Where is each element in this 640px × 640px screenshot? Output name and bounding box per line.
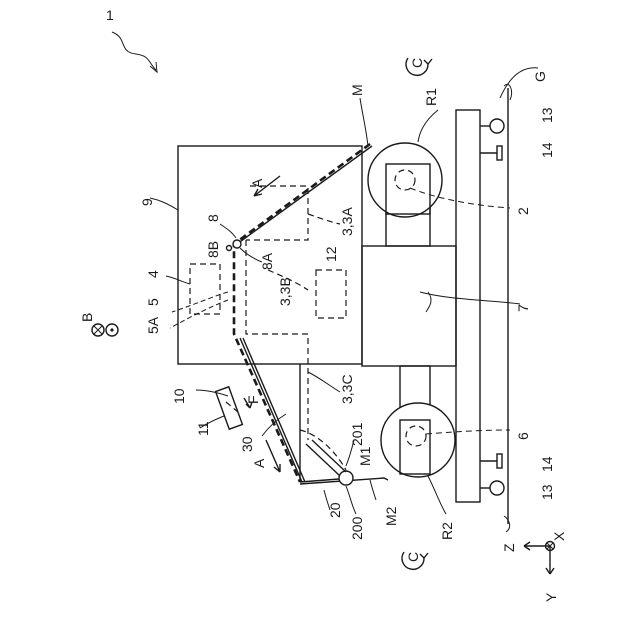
guide-arm-201-b xyxy=(306,444,340,476)
label-201: 201 xyxy=(349,422,365,446)
label-fig: 1 xyxy=(106,7,114,23)
label-14-bot: 14 xyxy=(539,456,555,472)
label-5a: 5A xyxy=(145,316,161,334)
leader-m2 xyxy=(370,480,376,500)
leader-8 xyxy=(220,224,236,238)
guide-arm-201 xyxy=(312,440,346,472)
tape-path-solid-lower xyxy=(240,338,302,482)
label-7: 7 xyxy=(515,304,531,312)
block-7 xyxy=(362,246,456,366)
label-14-top: 14 xyxy=(539,142,555,158)
label-axis-z: Z xyxy=(501,543,517,552)
label-2: 2 xyxy=(515,207,531,215)
rotation-c-bottom-head xyxy=(420,553,428,558)
component-4 xyxy=(190,264,220,314)
label-13-bot: 13 xyxy=(539,484,555,500)
guide-roller-200 xyxy=(339,471,353,485)
component-12 xyxy=(316,270,346,318)
block-7-mark xyxy=(426,292,431,312)
label-3-3c: 3,3C xyxy=(339,374,355,404)
label-c-top: C xyxy=(409,58,425,68)
label-8: 8 xyxy=(205,214,221,222)
region-3b xyxy=(246,240,308,440)
label-r2: R2 xyxy=(439,522,455,540)
label-6: 6 xyxy=(515,432,531,440)
label-10: 10 xyxy=(171,388,187,404)
label-13-top: 13 xyxy=(539,107,555,123)
label-8a: 8A xyxy=(259,252,275,270)
label-m2: M2 xyxy=(383,506,399,526)
leader-3c xyxy=(308,372,340,392)
label-a-top: A xyxy=(249,178,265,188)
leader-200 xyxy=(346,486,356,514)
roller-r1 xyxy=(368,143,442,217)
arrow-a-bottom xyxy=(266,440,280,472)
label-3-3a: 3,3A xyxy=(339,207,355,236)
label-b: B xyxy=(79,313,95,322)
wheel-13-top xyxy=(490,119,504,133)
label-a-bottom: A xyxy=(251,458,267,468)
label-r1: R1 xyxy=(423,88,439,106)
label-axis-x: X xyxy=(551,531,567,541)
label-g: G xyxy=(532,71,548,82)
bracket-14-top xyxy=(497,146,502,160)
b-out-page-dot xyxy=(110,328,113,331)
bracket-14-bot xyxy=(497,454,502,468)
label-200: 200 xyxy=(349,516,365,540)
label-9: 9 xyxy=(139,198,155,206)
leader-m xyxy=(360,98,368,146)
label-3-3b: 3,3B xyxy=(277,277,293,306)
label-30: 30 xyxy=(239,436,255,452)
label-5: 5 xyxy=(145,298,161,306)
label-f: F xyxy=(245,395,261,404)
rotation-c-top-head xyxy=(424,59,432,64)
leader-7 xyxy=(420,292,520,304)
label-11: 11 xyxy=(195,421,211,436)
label-axis-y: Y xyxy=(543,592,559,602)
b-into-page-cross xyxy=(94,326,102,334)
node-8b xyxy=(227,246,232,251)
fig-ref-arrow xyxy=(112,32,156,70)
label-8b: 8B xyxy=(205,241,221,258)
label-4: 4 xyxy=(145,270,161,278)
leader-r1 xyxy=(418,110,438,142)
wheel-13-bot xyxy=(490,481,504,495)
node-8 xyxy=(233,240,241,248)
label-m: M xyxy=(349,84,365,96)
label-c-bottom: C xyxy=(405,552,421,562)
label-m1: M1 xyxy=(357,446,373,466)
label-12: 12 xyxy=(323,246,339,262)
leader-3a xyxy=(308,214,340,224)
base-rail xyxy=(456,110,480,502)
label-20: 20 xyxy=(327,502,343,518)
roller-r2 xyxy=(381,403,455,477)
leader-r2 xyxy=(428,476,446,514)
